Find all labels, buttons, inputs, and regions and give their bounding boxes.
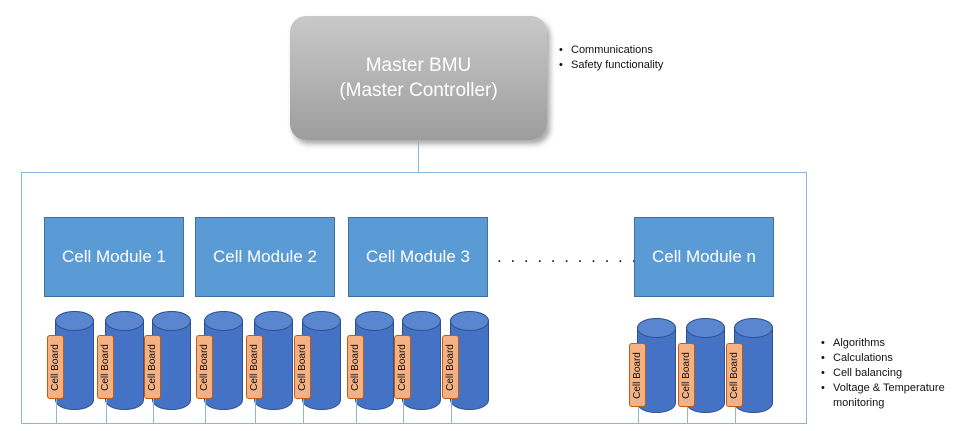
master-function-item: Safety functionality [557, 58, 663, 73]
cell-board-connector [303, 399, 304, 423]
cell-module-2: Cell Module 2 [195, 217, 335, 297]
modules-container [21, 172, 807, 424]
cell-board-label: Cell Board [50, 343, 62, 391]
cell-board: Cell Board [144, 335, 161, 399]
cell-board: Cell Board [726, 343, 743, 407]
cell-function-item: Algorithms [819, 336, 969, 351]
cell-board-connector [638, 407, 639, 423]
cell-function-item: Cell balancing [819, 366, 969, 381]
cell-module-3: Cell Module 3 [348, 217, 488, 297]
ellipsis: . . . . . . . . . . . . [497, 247, 652, 266]
cell-board-connector [735, 407, 736, 423]
cell-board-label: Cell Board [445, 343, 457, 391]
cell-board-label: Cell Board [350, 343, 362, 391]
cell-module-1: Cell Module 1 [44, 217, 184, 297]
cell-board: Cell Board [442, 335, 459, 399]
cell-board-connector [106, 399, 107, 423]
cell-module-n: Cell Module n [634, 217, 774, 297]
cell-board: Cell Board [394, 335, 411, 399]
cell-board-label: Cell Board [681, 351, 693, 399]
cell-function-item: Calculations [819, 351, 969, 366]
cell-board-label: Cell Board [147, 343, 159, 391]
master-functions-list: Communications Safety functionality [557, 43, 663, 73]
cell-board-connector [687, 407, 688, 423]
cell-board-connector [403, 399, 404, 423]
master-connector-line [418, 140, 419, 173]
cell-board-connector [153, 399, 154, 423]
master-bmu-title: Master BMU [365, 55, 472, 76]
cell-board: Cell Board [629, 343, 646, 407]
cell-board-label: Cell Board [397, 343, 409, 391]
cell-board: Cell Board [246, 335, 263, 399]
cell-board-connector [56, 399, 57, 423]
cell-board: Cell Board [347, 335, 364, 399]
cell-board-label: Cell Board [729, 351, 741, 399]
cell-function-item: Voltage & Temperature monitoring [819, 381, 969, 411]
cell-board: Cell Board [196, 335, 213, 399]
cell-board-connector [356, 399, 357, 423]
cell-board-label: Cell Board [199, 343, 211, 391]
cell-board: Cell Board [294, 335, 311, 399]
cell-board: Cell Board [678, 343, 695, 407]
cell-board: Cell Board [47, 335, 64, 399]
master-function-item: Communications [557, 43, 663, 58]
cell-board-functions-list: Algorithms Calculations Cell balancing V… [819, 336, 969, 411]
cell-board-connector [205, 399, 206, 423]
master-bmu-box: Master BMU (Master Controller) [290, 16, 547, 140]
cell-board-connector [255, 399, 256, 423]
cell-board-label: Cell Board [297, 343, 309, 391]
cell-board-label: Cell Board [100, 343, 112, 391]
master-bmu-subtitle: (Master Controller) [339, 80, 498, 101]
cell-board: Cell Board [97, 335, 114, 399]
cell-board-connector [451, 399, 452, 423]
cell-board-label: Cell Board [632, 351, 644, 399]
cell-board-label: Cell Board [249, 343, 261, 391]
